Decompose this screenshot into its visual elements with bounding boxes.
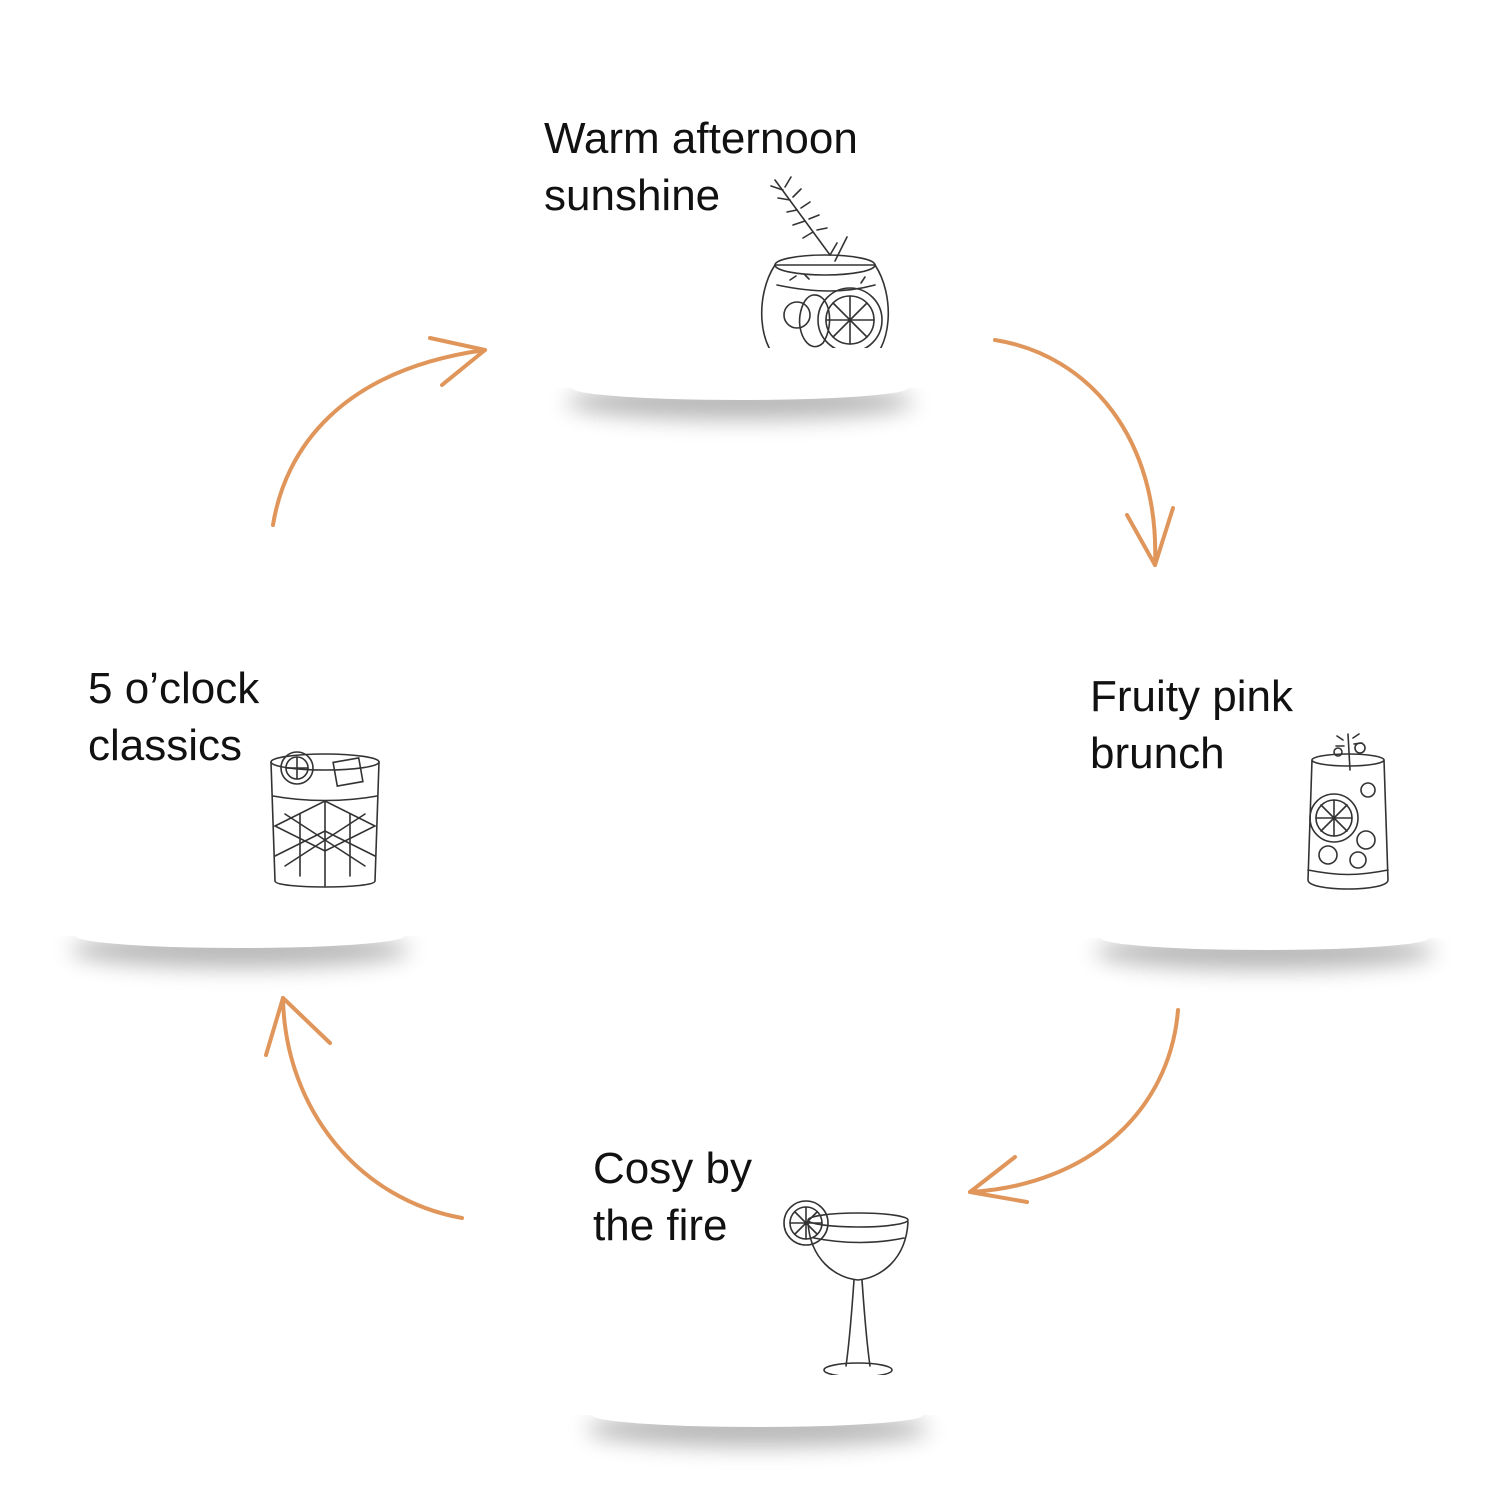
coupe-glass-icon xyxy=(783,1200,909,1378)
card-title: Cosy by the fire xyxy=(593,1140,752,1254)
card-title-line: Fruity pink xyxy=(1090,672,1293,721)
arrow-classics-to-sunshine xyxy=(271,336,487,527)
card-fruity-pink-brunch: Fruity pink brunch xyxy=(1066,668,1464,958)
rocks-glass-icon xyxy=(270,751,380,888)
highball-glass-icon xyxy=(1307,733,1389,890)
card-title-line: classics xyxy=(88,721,243,770)
card-title: Warm afternoon sunshine xyxy=(544,110,858,224)
arrow-sunshine-to-brunch xyxy=(993,338,1175,567)
card-shadow xyxy=(536,348,944,428)
card-shadow xyxy=(41,896,439,976)
arrow-fire-to-classics xyxy=(264,996,464,1220)
card-title-line: 5 o’clock xyxy=(88,664,260,713)
card-title-line: Cosy by xyxy=(593,1144,752,1193)
card-title-line: brunch xyxy=(1090,729,1225,778)
card-five-oclock-classics: 5 o’clock classics xyxy=(41,660,439,955)
card-title-line: sunshine xyxy=(544,171,721,220)
card-shadow xyxy=(556,1375,959,1455)
card-title: Fruity pink brunch xyxy=(1090,668,1293,782)
card-cosy-by-the-fire: Cosy by the fire xyxy=(556,1140,959,1435)
card-shadow xyxy=(1066,898,1464,978)
card-title: 5 o’clock classics xyxy=(88,660,259,774)
card-warm-afternoon-sunshine: Warm afternoon sunshine xyxy=(536,110,944,410)
card-title-line: the fire xyxy=(593,1201,728,1250)
arrow-brunch-to-fire xyxy=(968,1008,1180,1204)
card-title-line: Warm afternoon xyxy=(544,114,858,163)
